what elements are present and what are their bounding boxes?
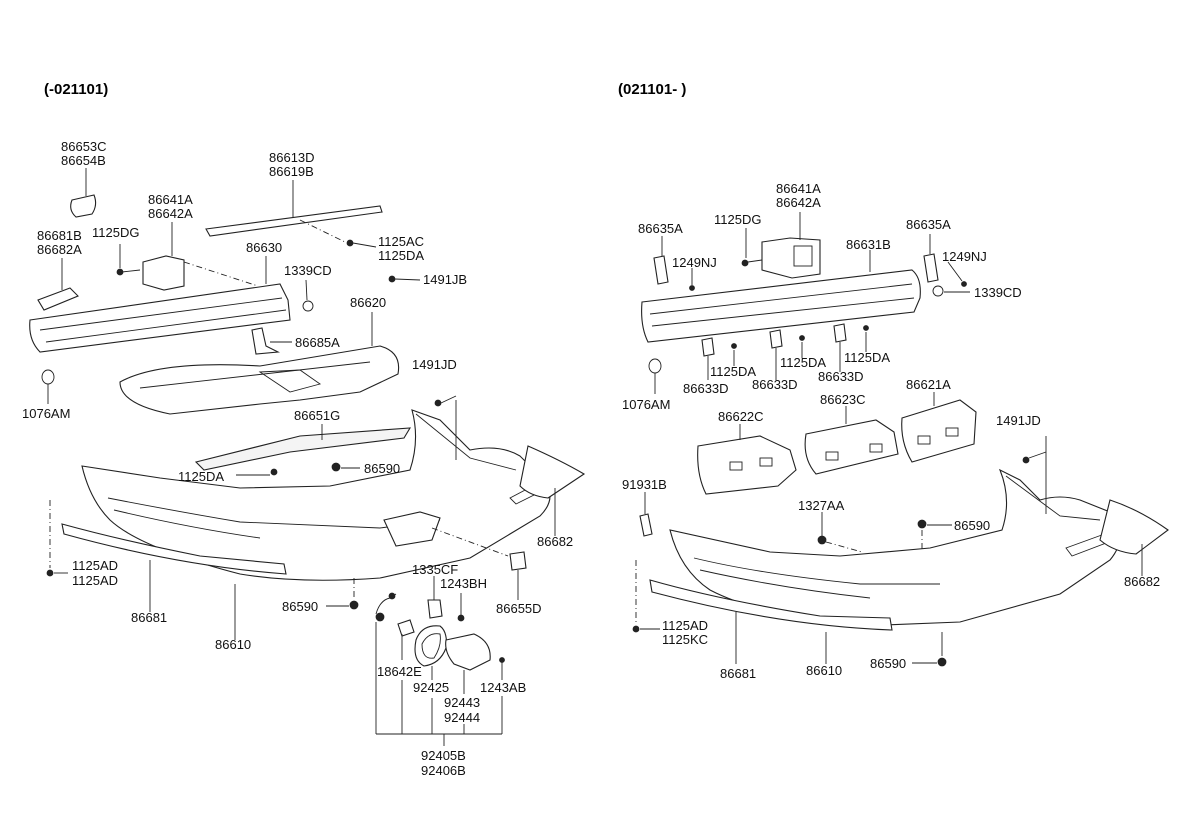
label-86610-right: 86610 xyxy=(806,663,842,678)
label-86635a-a: 86635A xyxy=(638,221,683,236)
label-86590-a: 86590 xyxy=(364,461,400,476)
label-1327aa: 1327AA xyxy=(798,498,845,513)
clip-part-86633d-b xyxy=(769,329,783,349)
label-1335cf: 1335CF xyxy=(412,562,458,577)
label-86590-b: 86590 xyxy=(282,599,318,614)
label-1125da-right-b: 1125DA xyxy=(780,355,826,370)
label-86590-right-b: 86590 xyxy=(870,656,906,671)
label-86681-right: 86681 xyxy=(720,666,756,681)
bulb-part-18642e xyxy=(397,619,415,637)
label-86682a: 86682A xyxy=(37,242,82,257)
label-1491jd: 1491JD xyxy=(412,357,457,372)
clip-part-86633d-c xyxy=(833,323,847,343)
label-1125da-b: 1125DA xyxy=(178,469,224,484)
label-1125da-a: 1125DA xyxy=(378,248,424,263)
label-86620: 86620 xyxy=(350,295,386,310)
label-86610: 86610 xyxy=(215,637,251,652)
label-18642e: 18642E xyxy=(377,664,422,679)
label-1125da-right-c: 1125DA xyxy=(844,350,890,365)
label-86635a-b: 86635A xyxy=(906,217,951,232)
label-91931b: 91931B xyxy=(622,477,667,492)
label-1339cd-right: 1339CD xyxy=(974,285,1022,300)
label-86655d: 86655D xyxy=(496,601,542,616)
label-92444: 92444 xyxy=(444,710,480,725)
label-1243ab: 1243AB xyxy=(480,680,526,695)
label-86641a-right: 86641A xyxy=(776,181,821,196)
label-1243bh: 1243BH xyxy=(440,576,487,591)
bracket-part-86681b xyxy=(37,287,79,311)
label-86682: 86682 xyxy=(537,534,573,549)
label-1125ad-a: 1125AD xyxy=(72,558,118,573)
bracket-part-86635a-right xyxy=(923,253,939,283)
label-1249nj-b: 1249NJ xyxy=(942,249,987,264)
clip-part-86655d xyxy=(509,551,527,571)
right-version-header: (021101- ) xyxy=(618,81,686,98)
label-86642a: 86642A xyxy=(148,206,193,221)
side-strip-part-86682-right xyxy=(1099,499,1169,555)
absorber-part-86622c xyxy=(697,435,797,495)
lower-cover-part-86651g xyxy=(194,427,412,471)
fog-lamp-part-92443 xyxy=(445,633,491,671)
left-diagram: 86653C 86654B 86613D 86619B 86641A 86642… xyxy=(22,139,586,778)
clip-part-86633d-a xyxy=(701,337,715,357)
bezel-part-92425 xyxy=(414,625,447,667)
label-92425: 92425 xyxy=(413,680,449,695)
label-1125dg-right: 1125DG xyxy=(714,212,761,227)
label-92443: 92443 xyxy=(444,695,480,710)
label-86642a-right: 86642A xyxy=(776,195,821,210)
label-86623c: 86623C xyxy=(820,392,866,407)
molding-part-86681-right xyxy=(649,579,893,631)
bracket-part-86635a-left xyxy=(653,255,669,285)
right-diagram: 86641A 86642A 1125DG 86635A 86635A 86631… xyxy=(622,181,1169,681)
label-1125ac: 1125AC xyxy=(378,234,424,249)
label-1491jd-right: 1491JD xyxy=(996,413,1041,428)
left-version-header: (-021101) xyxy=(44,81,108,98)
label-86633d-a: 86633D xyxy=(683,381,729,396)
label-86654b: 86654B xyxy=(61,153,106,168)
bracket-part-86685a xyxy=(251,327,280,355)
label-86630: 86630 xyxy=(246,240,282,255)
label-86633d-c: 86633D xyxy=(818,369,864,384)
cover-part-86653c xyxy=(70,194,97,218)
absorber-part-86620 xyxy=(119,345,400,415)
label-1491jb: 1491JB xyxy=(423,272,467,287)
molding-part-86681 xyxy=(61,523,287,575)
label-86651g: 86651G xyxy=(294,408,340,423)
label-86681: 86681 xyxy=(131,610,167,625)
bracket-part-91931b xyxy=(639,513,653,537)
lamp-bracket-1335cf xyxy=(427,599,443,619)
label-1076am: 1076AM xyxy=(22,406,70,421)
label-86613d: 86613D xyxy=(269,150,315,165)
beam-part-86631b xyxy=(641,269,921,343)
absorber-part-86623c xyxy=(804,419,899,475)
label-86631b: 86631B xyxy=(846,237,891,252)
label-92405b: 92405B xyxy=(421,748,466,763)
label-86641a: 86641A xyxy=(148,192,193,207)
side-strip-part-86682 xyxy=(519,445,586,499)
label-1125dg: 1125DG xyxy=(92,225,139,240)
label-86682-right: 86682 xyxy=(1124,574,1160,589)
bracket-part-86641a-right xyxy=(761,237,821,279)
absorber-part-86621a xyxy=(901,399,977,463)
label-86685a: 86685A xyxy=(295,335,340,350)
label-86633d-b: 86633D xyxy=(752,377,798,392)
label-1125kc: 1125KC xyxy=(662,632,708,647)
bracket-part-86641a xyxy=(142,255,185,291)
label-86619b: 86619B xyxy=(269,164,314,179)
label-1249nj-a: 1249NJ xyxy=(672,255,717,270)
beam-part-86630 xyxy=(29,283,291,353)
label-86621a: 86621A xyxy=(906,377,951,392)
label-1125ad-b: 1125AD xyxy=(72,573,118,588)
label-86590-right-a: 86590 xyxy=(954,518,990,533)
label-92406b: 92406B xyxy=(421,763,466,778)
label-1125ad-right: 1125AD xyxy=(662,618,708,633)
label-86681b: 86681B xyxy=(37,228,82,243)
label-1339cd: 1339CD xyxy=(284,263,332,278)
label-1125da-right-a: 1125DA xyxy=(710,364,756,379)
label-86622c: 86622C xyxy=(718,409,764,424)
label-1076am-right: 1076AM xyxy=(622,397,670,412)
upper-strip-part-86613d xyxy=(205,205,383,237)
label-86653c: 86653C xyxy=(61,139,107,154)
